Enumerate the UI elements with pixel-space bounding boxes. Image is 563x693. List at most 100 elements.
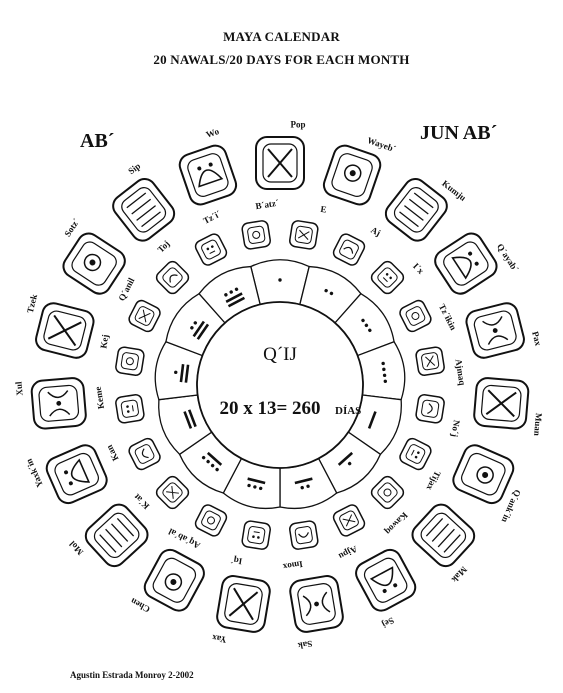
maya-numeral [201, 451, 223, 472]
month-glyph [84, 503, 149, 568]
day-name-label: Kan [104, 443, 120, 462]
day-glyph [194, 504, 228, 537]
day-name-label: Ajmaq [454, 358, 468, 386]
month-glyph [473, 377, 530, 430]
month-name-label: Xul [13, 381, 24, 396]
month-glyph [45, 444, 108, 505]
day-name-label: Aq´ab´al [166, 526, 201, 551]
day-name-label: Aj [369, 225, 382, 238]
month-glyph-ring [30, 136, 530, 633]
maya-numeral [294, 477, 313, 490]
center-equation: 20 x 13= 260 [219, 398, 320, 419]
day-glyph [399, 299, 432, 333]
day-name-label: Imox [282, 559, 304, 572]
day-glyph [155, 260, 190, 295]
corner-label-left: AB´ [80, 130, 115, 152]
day-glyph [128, 437, 161, 471]
day-glyph [289, 520, 319, 550]
day-glyph [332, 504, 366, 537]
day-name-label: Ajpu [337, 544, 359, 562]
day-glyph [370, 260, 405, 295]
day-glyph [241, 520, 271, 550]
day-glyph [370, 475, 405, 510]
day-name-label: Tz´i´ [201, 209, 222, 226]
month-glyph [355, 548, 417, 612]
credit-line: Agustin Estrada Monroy 2-2002 [70, 670, 194, 680]
month-glyph [178, 144, 238, 206]
month-name-label: Muan [532, 413, 544, 437]
page-subtitle: 20 NAWALS/20 DAYS FOR EACH MONTH [153, 52, 410, 67]
month-glyph [35, 302, 95, 359]
day-glyph [115, 346, 145, 376]
day-name-label: Keme [93, 386, 106, 410]
month-name-label: Sej [380, 615, 395, 630]
month-name-label: Sotz´ [62, 217, 81, 239]
month-glyph [411, 503, 476, 568]
day-glyph [399, 437, 432, 471]
month-name-label: Yax [211, 633, 227, 645]
day-name-label: No´j [449, 419, 462, 437]
month-name-label: Yaxk´in [24, 457, 45, 489]
center-equation-suffix: DÍAS [335, 405, 361, 417]
day-name-label: Tijax [424, 469, 442, 492]
day-name-label: Tz´ikin [437, 302, 459, 332]
page-title: MAYA CALENDAR [223, 29, 340, 44]
day-name-label: K´at [132, 492, 151, 511]
month-name-label: Mak [450, 565, 470, 585]
center-circle [196, 301, 364, 469]
center-title: Q´IJ [263, 344, 297, 365]
day-glyph [415, 394, 445, 424]
day-glyph-ring [115, 220, 445, 550]
day-name-label: Kej [98, 334, 110, 349]
month-glyph [112, 177, 176, 242]
month-glyph [255, 136, 305, 190]
maya-numeral [278, 278, 282, 282]
month-name-label: Wo [205, 126, 221, 140]
day-glyph [241, 220, 271, 250]
maya-numeral [337, 451, 354, 466]
corner-label-right: JUN AB´ [420, 122, 498, 144]
month-name-label: Sip [126, 161, 142, 177]
maya-numeral [183, 409, 197, 429]
month-name-label: Sak [297, 639, 313, 651]
day-glyph [194, 233, 228, 266]
month-glyph [289, 575, 344, 633]
month-name-label: Pax [530, 330, 543, 347]
day-glyph [128, 299, 161, 333]
maya-numeral [381, 361, 388, 383]
month-name-label: Wayeb´ [366, 135, 397, 154]
month-name-label: Mol [67, 539, 85, 558]
day-name-label: Q´anil [116, 276, 136, 303]
maya-numeral [247, 477, 266, 491]
day-glyph [289, 220, 319, 250]
day-name-label: E [320, 204, 328, 215]
month-glyph [384, 177, 448, 242]
month-name-label: Pop [290, 120, 305, 130]
month-name-label: Q´ayab´ [495, 242, 521, 274]
day-name-label: Kawoq [383, 510, 410, 537]
maya-numeral [174, 364, 190, 383]
month-name-label: Tzek [25, 293, 39, 314]
day-glyph [332, 233, 366, 266]
day-name-label: B´atz´ [255, 198, 280, 212]
day-name-label: Toj [155, 239, 171, 255]
maya-numeral [224, 287, 246, 308]
month-glyph [216, 575, 271, 633]
month-glyph [465, 302, 525, 359]
day-name-label: Iq´ [230, 555, 243, 567]
maya-numeral [190, 320, 210, 340]
maya-numeral [361, 318, 372, 332]
day-glyph [155, 475, 190, 510]
month-glyph [452, 444, 515, 505]
maya-numeral [367, 411, 377, 429]
month-glyph [322, 144, 382, 206]
month-name-label: Chen [129, 596, 152, 615]
month-glyph [62, 232, 126, 295]
numeral-petal [250, 259, 310, 306]
day-glyph [115, 394, 145, 424]
month-glyph [143, 548, 205, 612]
month-glyph [30, 377, 87, 430]
maya-numeral [324, 288, 334, 296]
day-name-label: I´x [411, 261, 426, 276]
